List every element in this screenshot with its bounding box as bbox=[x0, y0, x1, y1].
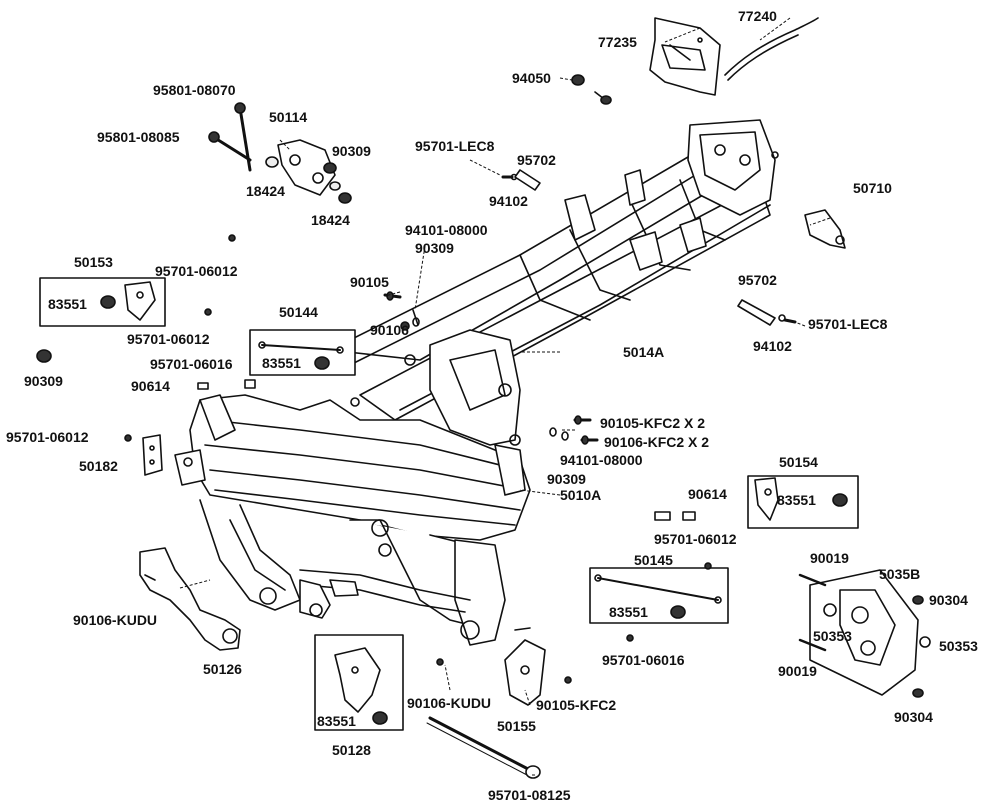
part-50145-bracket bbox=[589, 567, 729, 624]
part-50114-bracket bbox=[208, 102, 352, 204]
label-50353-left: 50353 bbox=[813, 628, 852, 644]
main-frame bbox=[174, 119, 779, 646]
part-50153-bracket bbox=[39, 277, 166, 327]
label-90105: 90105 bbox=[350, 274, 389, 290]
label-90309-center: 90309 bbox=[415, 240, 454, 256]
label-90019-top: 90019 bbox=[810, 550, 849, 566]
label-95701-06012-d: 95701-06012 bbox=[654, 531, 737, 547]
label-18424-right: 18424 bbox=[311, 212, 350, 228]
label-94102-right: 94102 bbox=[753, 338, 792, 354]
label-83551-c: 83551 bbox=[777, 492, 816, 508]
part-50144-bracket bbox=[249, 329, 356, 376]
label-5035b: 5035B bbox=[879, 566, 921, 582]
label-95801-08085: 95801-08085 bbox=[97, 129, 180, 145]
label-95701-06012-b: 95701-06012 bbox=[127, 331, 210, 347]
label-50144: 50144 bbox=[279, 304, 318, 320]
label-50182: 50182 bbox=[79, 458, 118, 474]
label-90309-lower: 90309 bbox=[547, 471, 586, 487]
label-94101-08000-top: 94101-08000 bbox=[405, 222, 488, 238]
part-50710-bracket bbox=[804, 209, 846, 249]
part-94050-nut bbox=[571, 74, 612, 105]
part-90105-bolt bbox=[383, 291, 420, 331]
label-95701-06016-b: 95701-06016 bbox=[602, 652, 685, 668]
label-90614-right: 90614 bbox=[688, 486, 727, 502]
label-90304-bottom: 90304 bbox=[894, 709, 933, 725]
part-50126-bracket bbox=[139, 547, 241, 651]
label-77240: 77240 bbox=[738, 8, 777, 24]
label-90106-kfc2-x2: 90106-KFC2 X 2 bbox=[604, 434, 710, 450]
label-90105-kfc2: 90105-KFC2 bbox=[536, 697, 617, 713]
label-95701-08125: 95701-08125 bbox=[488, 787, 571, 803]
label-50353-right: 50353 bbox=[939, 638, 978, 654]
label-83551-a: 83551 bbox=[48, 296, 87, 312]
part-50155-bracket bbox=[504, 627, 546, 706]
part-77235-bracket bbox=[649, 17, 721, 96]
label-95702-top: 95702 bbox=[517, 152, 556, 168]
label-95701-06016-a: 95701-06016 bbox=[150, 356, 233, 372]
label-83551-d: 83551 bbox=[609, 604, 648, 620]
part-50154-bracket bbox=[747, 475, 859, 529]
label-95701-lec8-right: 95701-LEC8 bbox=[808, 316, 888, 332]
label-95702-right: 95702 bbox=[738, 272, 777, 288]
label-83551-e: 83551 bbox=[317, 713, 356, 729]
label-5010a: 5010A bbox=[560, 487, 602, 503]
label-95701-06012-c: 95701-06012 bbox=[6, 429, 89, 445]
label-90105-kfc2-x2: 90105-KFC2 X 2 bbox=[600, 415, 706, 431]
label-50145: 50145 bbox=[634, 552, 673, 568]
part-77240-cable bbox=[724, 17, 819, 81]
label-50154: 50154 bbox=[779, 454, 818, 470]
label-90106-kudu-center: 90106-KUDU bbox=[407, 695, 492, 711]
part-95702-spacer-lower bbox=[737, 299, 797, 326]
part-50128-bracket bbox=[314, 634, 404, 731]
label-90309-top: 90309 bbox=[332, 143, 371, 159]
label-95701-06012-a: 95701-06012 bbox=[155, 263, 238, 279]
label-50155: 50155 bbox=[497, 718, 536, 734]
label-90106: 90106 bbox=[370, 322, 409, 338]
label-94101-08000-lower: 94101-08000 bbox=[560, 452, 643, 468]
label-90106-kudu-left: 90106-KUDU bbox=[73, 612, 158, 628]
label-18424-left: 18424 bbox=[246, 183, 285, 199]
label-50126: 50126 bbox=[203, 661, 242, 677]
label-50114: 50114 bbox=[269, 109, 308, 125]
label-50128: 50128 bbox=[332, 742, 371, 758]
part-90309-nut bbox=[36, 349, 52, 363]
label-77235: 77235 bbox=[598, 34, 637, 50]
label-90304-top: 90304 bbox=[929, 592, 968, 608]
label-83551-b: 83551 bbox=[262, 355, 301, 371]
part-5035B-bracket bbox=[798, 569, 931, 698]
label-94050: 94050 bbox=[512, 70, 551, 86]
part-50182-plate bbox=[142, 434, 163, 476]
part-95702-spacer-upper bbox=[501, 169, 541, 191]
label-90019-bottom: 90019 bbox=[778, 663, 817, 679]
label-90309-left: 90309 bbox=[24, 373, 63, 389]
label-90614-left: 90614 bbox=[131, 378, 170, 394]
label-95801-08070: 95801-08070 bbox=[153, 82, 236, 98]
label-95701-lec8-top: 95701-LEC8 bbox=[415, 138, 495, 154]
label-5014a: 5014A bbox=[623, 344, 665, 360]
part-95701-08125-axle bbox=[426, 716, 541, 779]
label-94102-top: 94102 bbox=[489, 193, 528, 209]
label-50153: 50153 bbox=[74, 254, 113, 270]
label-50710: 50710 bbox=[853, 180, 892, 196]
